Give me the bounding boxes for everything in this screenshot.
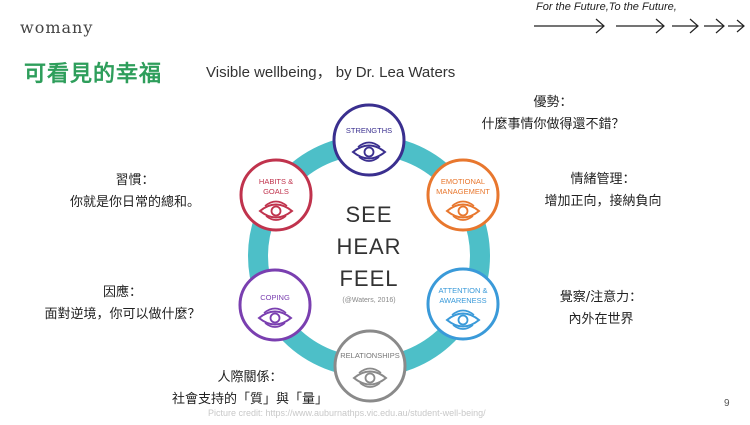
node-attention-label-2: AWARENESS <box>439 296 486 305</box>
node-coping: COPING <box>238 268 312 342</box>
node-coping-label: COPING <box>260 293 290 302</box>
node-attention-awareness: ATTENTION & AWARENESS <box>426 267 500 341</box>
annotation-relationships-body: 社會支持的「質」與「量」 <box>171 392 328 407</box>
slide-title-en: Visible wellbeing， by Dr. Lea Waters <box>206 64 456 81</box>
annotation-attention-head: 覺察/注意力： <box>559 290 643 305</box>
annotation-emotional: 情緒管理： 增加正向，接納負向 <box>528 169 678 213</box>
annotation-coping-body: 面對逆境，你可以做什麼？ <box>44 307 201 322</box>
annotation-emotional-head: 情緒管理： <box>570 172 636 187</box>
picture-credit: Picture credit: https://www.auburnathps.… <box>208 408 486 418</box>
annotation-habits: 習慣： 你就是你日常的總和。 <box>55 170 215 214</box>
node-strengths-label: STRENGTHS <box>346 126 392 135</box>
annotation-attention: 覺察/注意力： 內外在世界 <box>526 287 676 331</box>
womany-logo: womany <box>20 18 94 37</box>
annotation-coping: 因應： 面對逆境，你可以做什麼？ <box>30 282 215 326</box>
tagline: For the Future,To the Future, <box>536 1 677 13</box>
node-relationships-label: RELATIONSHIPS <box>340 351 399 360</box>
annotation-relationships: 人際關係： 社會支持的「質」與「量」 <box>150 367 350 411</box>
annotation-strengths: 優勢： 什麼事情你做得還不錯？ <box>468 92 638 136</box>
annotation-attention-body: 內外在世界 <box>568 312 634 327</box>
arrows-decoration <box>534 18 745 34</box>
node-emotional-label-1: EMOTIONAL <box>441 177 485 186</box>
annotation-strengths-body: 什麼事情你做得還不錯？ <box>481 117 625 132</box>
node-emotional-label-2: MANAGEMENT <box>436 187 490 196</box>
node-attention-label-1: ATTENTION & <box>438 286 487 295</box>
node-habits-label-2: GOALS <box>263 187 289 196</box>
annotation-emotional-body: 增加正向，接納負向 <box>544 194 662 209</box>
annotation-coping-head: 因應： <box>102 285 142 300</box>
center-hear: HEAR <box>336 234 401 259</box>
center-see: SEE <box>345 202 392 227</box>
annotation-strengths-head: 優勢： <box>533 95 573 110</box>
center-citation: (@Waters, 2016) <box>342 297 395 304</box>
center-feel: FEEL <box>339 266 398 291</box>
annotation-habits-head: 習慣： <box>115 173 155 188</box>
node-emotional-management: EMOTIONAL MANAGEMENT <box>426 158 500 232</box>
node-strengths: STRENGTHS <box>332 103 406 177</box>
node-habits-label-1: HABITS & <box>259 177 293 186</box>
annotation-habits-body: 你就是你日常的總和。 <box>69 195 200 210</box>
node-habits-goals: HABITS & GOALS <box>239 158 313 232</box>
page-number: 9 <box>724 398 730 409</box>
annotation-relationships-head: 人際關係： <box>217 370 283 385</box>
node-relationships: RELATIONSHIPS <box>333 329 407 403</box>
slide-title-zh: 可看見的幸福 <box>24 62 163 87</box>
